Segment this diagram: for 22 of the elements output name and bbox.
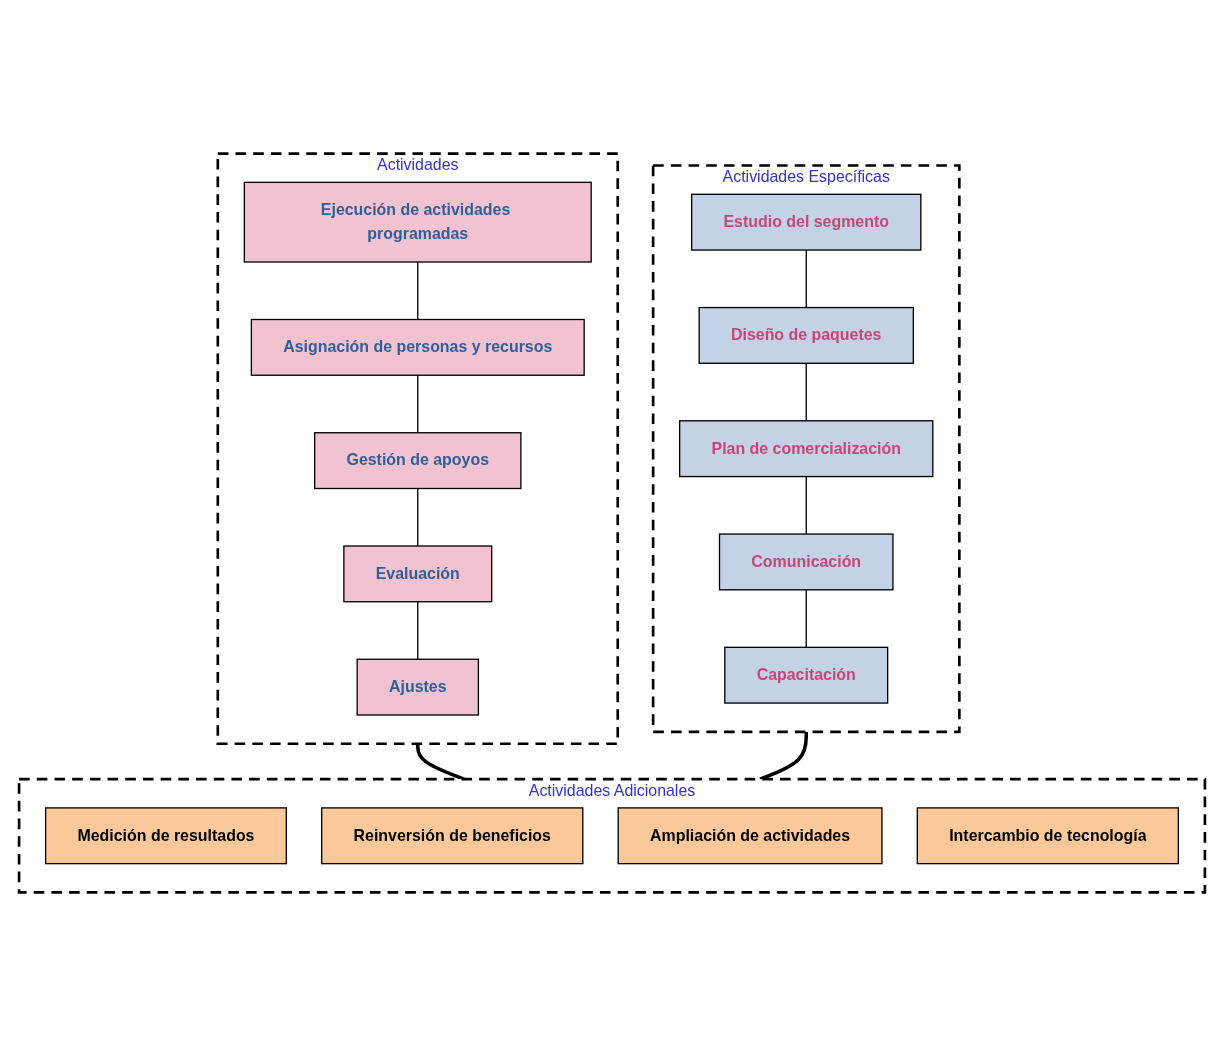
- node-box: Plan de comercialización: [678, 419, 933, 477]
- node-box: Diseño de paquetes: [698, 306, 914, 364]
- node-box: Capacitación: [723, 646, 888, 704]
- connector: [416, 374, 418, 433]
- node-box: Medición de resultados: [44, 806, 287, 864]
- connector: [416, 487, 418, 547]
- node-box: Gestión de apoyos: [313, 431, 522, 489]
- connector: [805, 362, 807, 421]
- node-box: Evaluación: [342, 544, 492, 602]
- node-box: Estudio del segmento: [690, 193, 921, 251]
- node-box: Ampliación de actividades: [617, 806, 883, 864]
- node-box: Comunicación: [718, 532, 894, 590]
- connector: [805, 588, 807, 648]
- node-box: Ajustes: [356, 658, 479, 716]
- node-box: Reinversión de beneficios: [320, 806, 583, 864]
- connector: [805, 475, 807, 535]
- node-box: Intercambio de tecnología: [916, 806, 1179, 864]
- node-box: Asignación de personas y recursos: [250, 318, 585, 376]
- connector: [416, 260, 418, 320]
- connector: [805, 248, 807, 308]
- connector: [416, 600, 418, 660]
- node-box: Ejecución de actividades programadas: [243, 181, 592, 263]
